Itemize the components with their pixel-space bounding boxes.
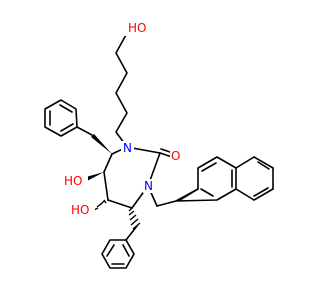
ring-hydroxyl-bonds [86, 172, 107, 211]
ring-nitrogen-upper-label: N [123, 141, 132, 155]
carbonyl-oxygen-label: O [171, 149, 180, 163]
ring-hydroxyl-upper-label: HO [64, 174, 82, 188]
top-hydroxyl-label: HO [128, 21, 146, 35]
ring-nitrogen-lower-label: N [144, 179, 153, 193]
lower-benzyl-group [101, 207, 141, 269]
naphthylmethyl-group [147, 156, 274, 207]
hydroxyhexyl-chain [115, 32, 128, 148]
upper-benzyl-group [44, 99, 112, 154]
structure-canvas: HO N O N HO HO [44, 20, 274, 269]
diazepane-ring [103, 146, 161, 209]
molecule-diagram: HO N O N HO HO [44, 20, 274, 269]
atom-labels: HO N O N HO HO [63, 20, 182, 217]
ring-hydroxyl-lower-label: HO [71, 203, 89, 217]
